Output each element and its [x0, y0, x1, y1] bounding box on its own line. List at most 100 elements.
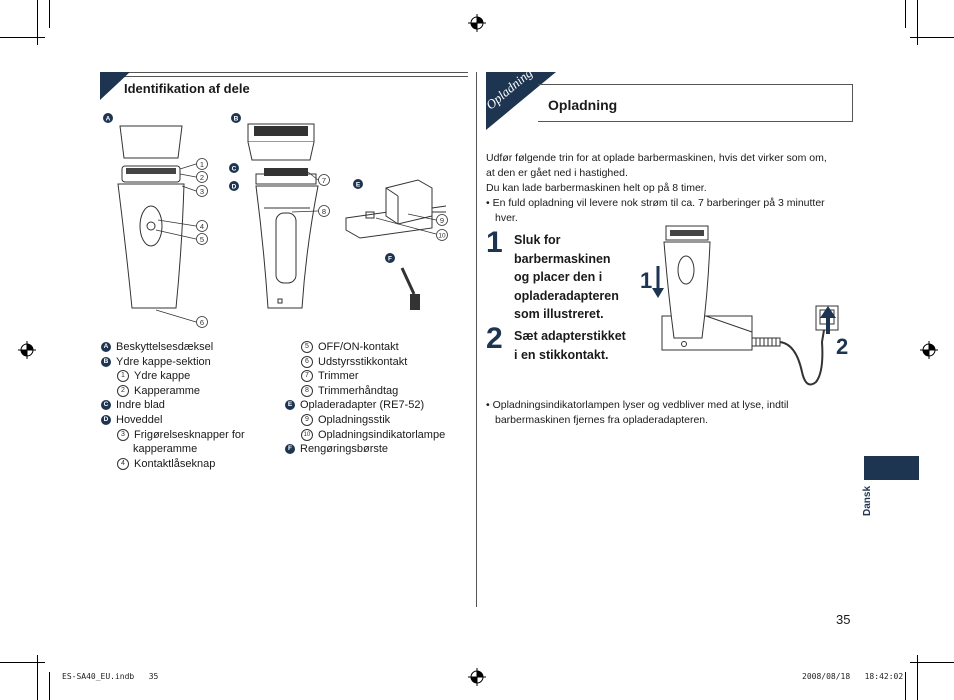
diagram-number: 5: [200, 235, 204, 244]
part-name: Hoveddel: [116, 413, 163, 426]
parts-list-item: 9 Opladningsstik: [285, 413, 465, 428]
parts-list-item: 7 Trimmer: [285, 369, 465, 384]
registration-mark-icon: [18, 341, 36, 359]
crop-mark: [37, 0, 38, 45]
step-1-text: Sluk for barbermaskinen og placer den i …: [514, 231, 619, 324]
diagram-letter: D: [232, 184, 237, 191]
part-number-marker: 4: [117, 457, 129, 470]
registration-mark-icon: [920, 341, 938, 359]
crop-mark: [910, 662, 954, 663]
part-letter-badge: C: [101, 400, 111, 411]
parts-list-item: E Opladeradapter (RE7-52): [285, 398, 465, 413]
part-number-marker: 5: [301, 341, 313, 353]
parts-list-item: kapperamme: [101, 442, 271, 457]
step-text-line: barbermaskinen: [514, 251, 611, 266]
cleaning-brush-illustration: [400, 267, 420, 310]
part-name: Opladeradapter (RE7-52): [300, 399, 425, 412]
indicator-note: • Opladningsindikatorlampen lyser og ved…: [486, 398, 858, 428]
diagram-number-markers: 1 2 3 4 5 6 7 8 9 10: [196, 158, 448, 328]
page-divider: [476, 72, 477, 607]
parts-list-item: B Ydre kappe-sektion: [101, 355, 271, 370]
illustration-label-1: 1: [640, 268, 652, 293]
diagram-letter: C: [232, 166, 237, 173]
parts-list-item: 3 Frigørelsesknapper for: [101, 428, 271, 443]
crop-mark: [917, 655, 918, 700]
header-tab-triangle-icon: [486, 72, 556, 130]
protective-cap-illustration: [119, 125, 183, 159]
charging-intro: Udfør følgende trin for at oplade barber…: [486, 151, 858, 226]
language-tab-marker: [864, 456, 919, 480]
crop-mark: [49, 672, 50, 700]
part-name: Ydre kappe-sektion: [116, 355, 211, 368]
parts-list-item: 5 OFF/ON-kontakt: [285, 340, 465, 355]
step-text-line: i en stikkontakt.: [514, 347, 609, 362]
part-name: Kontaktlåseknap: [134, 457, 216, 470]
part-name: Ydre kappe: [134, 370, 191, 383]
part-letter-badge: F: [285, 444, 295, 455]
diagram-number: 10: [438, 233, 446, 240]
crop-mark: [905, 672, 906, 700]
registration-mark-icon: [468, 668, 486, 686]
step-text-line: opladeradapteren: [514, 288, 619, 303]
charging-adapter-illustration: [345, 179, 447, 239]
diagram-number: 3: [200, 187, 204, 196]
parts-diagram: A B C D E F 1 2 3 4 5 6 7 8 9 10: [103, 113, 448, 328]
diagram-number: 9: [440, 216, 444, 225]
part-name: Frigørelsesknapper for: [134, 428, 245, 441]
part-number-marker: 9: [301, 413, 313, 426]
bullet-line: • Opladningsindikatorlampen lyser og ved…: [486, 399, 789, 411]
diagram-letter-markers: A B C D E F: [103, 113, 395, 263]
language-tab-label: Dansk: [862, 485, 873, 516]
crop-mark: [910, 37, 954, 38]
part-name: OFF/ON-kontakt: [318, 341, 399, 353]
step-text-line: som illustreret.: [514, 307, 604, 321]
step-text-line: og placer den i: [514, 270, 603, 284]
parts-section-header: Identifikation af dele: [100, 72, 468, 102]
part-letter-badge: A: [101, 342, 111, 352]
charging-section-title: Opladning: [548, 97, 618, 113]
part-number-marker: 10: [301, 428, 313, 441]
bullet-line: hver.: [495, 212, 518, 224]
diagram-number: 4: [200, 222, 204, 231]
diagram-letter: A: [106, 116, 111, 123]
part-name: Udstyrsstikkontakt: [318, 355, 408, 368]
part-number-marker: 7: [301, 370, 313, 383]
diagram-number: 7: [322, 176, 326, 185]
part-name: Kapperamme: [134, 384, 201, 397]
crop-mark: [49, 0, 50, 28]
footer-file: ES-SA40_EU.indb 35: [62, 672, 159, 681]
diagram-letter: F: [388, 256, 392, 263]
intro-line: Udfør følgende trin for at oplade barber…: [486, 152, 827, 164]
part-number-marker: 1: [117, 370, 129, 383]
part-name: Trimmer: [318, 370, 359, 383]
diagram-number: 2: [200, 173, 204, 182]
part-letter-badge: E: [285, 400, 295, 411]
part-name: kapperamme: [133, 443, 198, 456]
part-letter-badge: B: [101, 356, 111, 367]
charging-illustration: 1 2: [640, 225, 848, 386]
part-name: Opladningsindikatorlampe: [318, 428, 446, 441]
bullet-line: • En fuld opladning vil levere nok strøm…: [486, 197, 825, 209]
crop-mark: [905, 0, 906, 28]
diagram-number: 6: [200, 318, 204, 327]
parts-list-item: 4 Kontaktlåseknap: [101, 457, 271, 472]
diagram-number: 8: [322, 207, 326, 216]
crop-mark: [0, 37, 45, 38]
outer-foil-illustration: [247, 123, 315, 161]
part-name: Opladningsstik: [318, 413, 391, 426]
registration-mark-icon: [468, 14, 486, 32]
diagram-letter: B: [234, 116, 239, 123]
step-2-number: 2: [486, 322, 503, 355]
crop-mark: [0, 662, 45, 663]
shaver-side-illustration: [255, 168, 319, 309]
part-number-marker: 3: [117, 428, 129, 441]
diagram-number: 1: [200, 160, 204, 169]
parts-section-title: Identifikation af dele: [124, 81, 250, 96]
parts-list-item: 10 Opladningsindikatorlampe: [285, 428, 465, 443]
